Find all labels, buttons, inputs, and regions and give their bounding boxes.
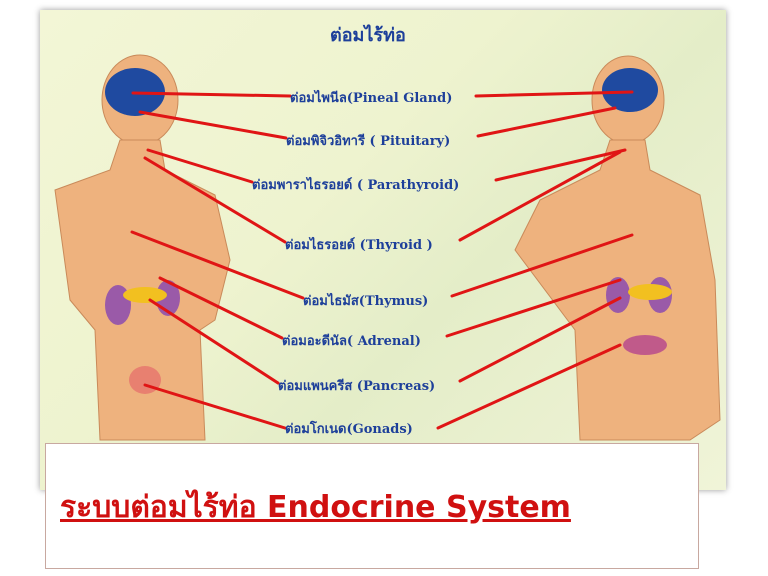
caption-text: ระบบต่อมไร้ท่อ Endocrine System	[60, 490, 571, 525]
label-gonads: ต่อมโกเนด(Gonads)	[285, 422, 413, 437]
label-pineal: ต่อมไพนีล(Pineal Gland)	[290, 91, 453, 106]
pointer-lines	[130, 90, 634, 430]
endocrine-diagram: ต่อมไร้ท่อ ต่อมไพนีล(Pineal Gland) ต่อมพ…	[40, 10, 726, 490]
label-thyroid: ต่อมไธรอยด์ (Thyroid )	[285, 238, 433, 253]
diagram-title: ต่อมไร้ท่อ	[330, 25, 406, 46]
label-thymus: ต่อมไธมัส(Thymus)	[303, 294, 429, 309]
label-pituitary: ต่อมพิจิวอิทารี ( Pituitary)	[286, 134, 451, 149]
right-organs	[606, 277, 672, 355]
left-organs	[105, 280, 180, 394]
label-adrenal: ต่อมอะดีนัล( Adrenal)	[282, 334, 421, 349]
caption-box: ระบบต่อมไร้ท่อ Endocrine System	[45, 443, 699, 569]
right-figure	[514, 55, 721, 441]
label-parathyroid: ต่อมพาราไธรอยด์ ( Parathyroid)	[252, 178, 460, 193]
diagram-art	[54, 54, 721, 441]
right-brain	[602, 68, 658, 112]
label-pancreas: ต่อมแพนครีส (Pancreas)	[278, 379, 436, 394]
